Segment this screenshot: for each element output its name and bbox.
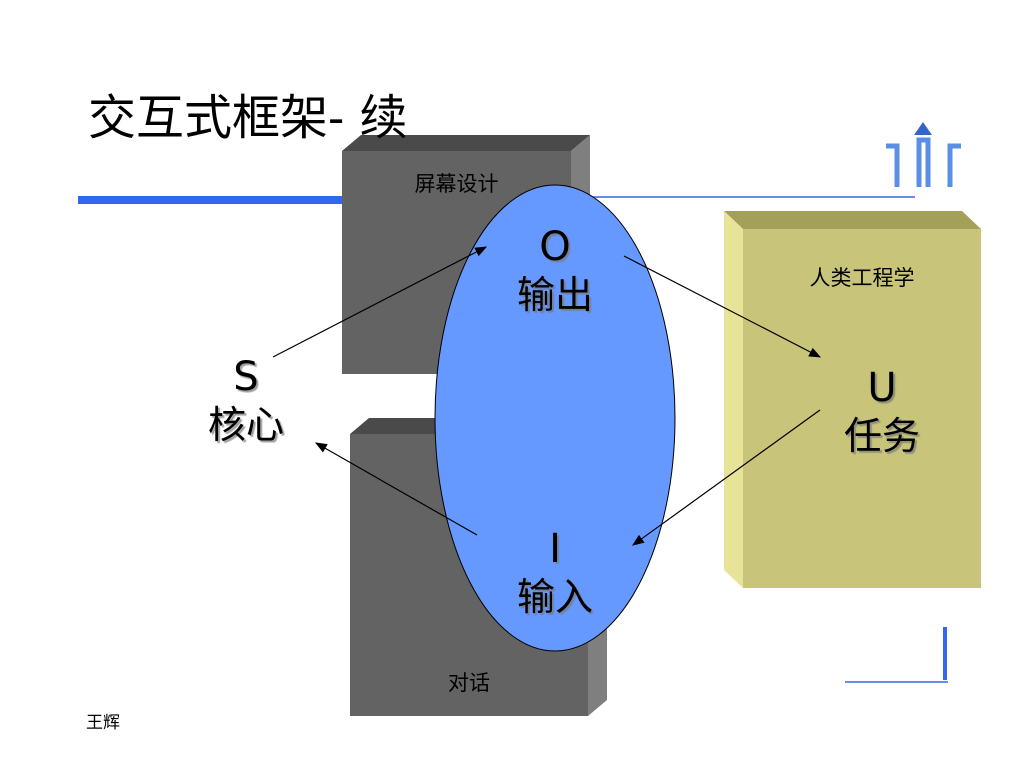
- node-o: O 输出: [505, 222, 605, 320]
- ergonomics-label: 人类工程学: [809, 266, 915, 290]
- up-arrow-icon: [886, 122, 961, 187]
- ergonomics-box: [724, 211, 981, 588]
- node-i-letter: I: [549, 526, 561, 572]
- node-s-letter: S: [233, 354, 259, 400]
- arrow-u-to-i: [632, 409, 821, 546]
- node-u: U 任务: [832, 363, 932, 461]
- screen-design-label: 屏幕设计: [414, 172, 499, 196]
- node-u-word: 任务: [843, 414, 920, 458]
- corner-bracket-icon: [845, 627, 948, 683]
- node-i: I 输入: [505, 524, 605, 622]
- arrow-s-to-o: [272, 246, 488, 358]
- node-u-letter: U: [867, 365, 897, 411]
- slide-title: 交互式框架- 续: [88, 90, 408, 146]
- node-s-word: 核心: [207, 403, 284, 447]
- node-o-letter: O: [539, 224, 571, 270]
- arrow-o-to-u: [623, 255, 822, 358]
- node-s: S 核心: [196, 352, 296, 450]
- node-i-word: 输入: [516, 575, 593, 619]
- author-name: 王辉: [86, 713, 120, 733]
- core-ellipse: [434, 184, 676, 652]
- dialog-label: 对话: [448, 671, 490, 695]
- node-o-word: 输出: [516, 273, 593, 317]
- arrow-i-to-s: [314, 442, 478, 536]
